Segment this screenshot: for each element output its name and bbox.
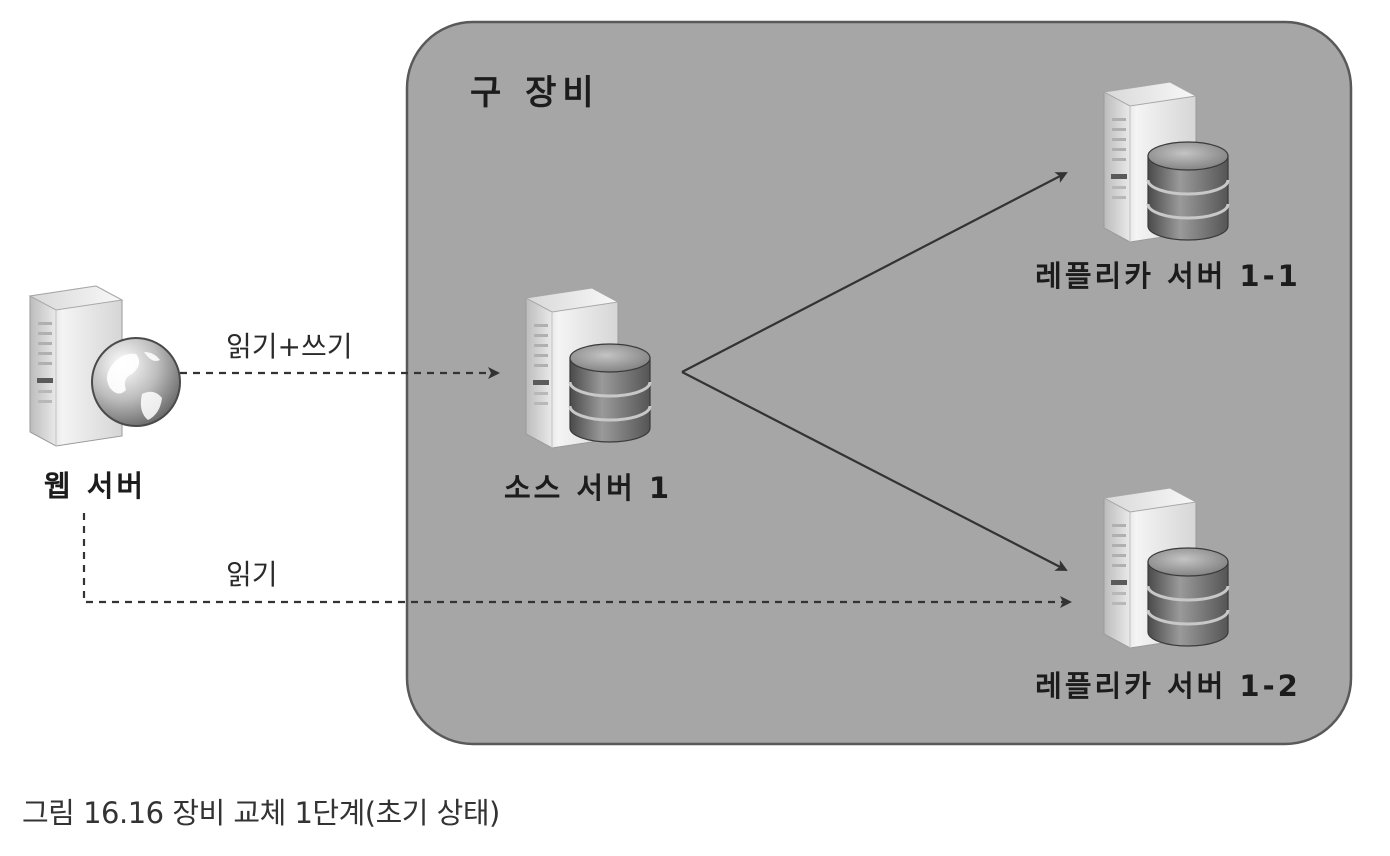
group-title: 구 장비 — [470, 73, 600, 113]
replica-server-1-1-label: 레플리카 서버 1-1 — [1035, 259, 1301, 293]
replica-server-1-1-node: 레플리카 서버 1-1 — [1035, 81, 1301, 293]
edge-read-write-label: 읽기+쓰기 — [226, 330, 353, 363]
edge-source-to-replica-1 — [681, 172, 1068, 373]
edge-read-label: 읽기 — [226, 558, 278, 591]
web-server-icon — [29, 285, 181, 447]
figure-caption: 그림 16.16 장비 교체 1단계(초기 상태) — [22, 796, 500, 830]
edge-web-to-replica-2 — [82, 513, 1072, 608]
edge-source-to-replica-2 — [681, 371, 1068, 571]
source-server-label: 소스 서버 1 — [504, 471, 672, 505]
source-server-node: 소스 서버 1 — [504, 287, 672, 505]
web-server-node: 웹 서버 — [29, 285, 181, 503]
replica-server-1-2-label: 레플리카 서버 1-2 — [1035, 669, 1301, 703]
web-server-label: 웹 서버 — [44, 469, 146, 503]
replica-server-1-2-node: 레플리카 서버 1-2 — [1035, 487, 1301, 703]
